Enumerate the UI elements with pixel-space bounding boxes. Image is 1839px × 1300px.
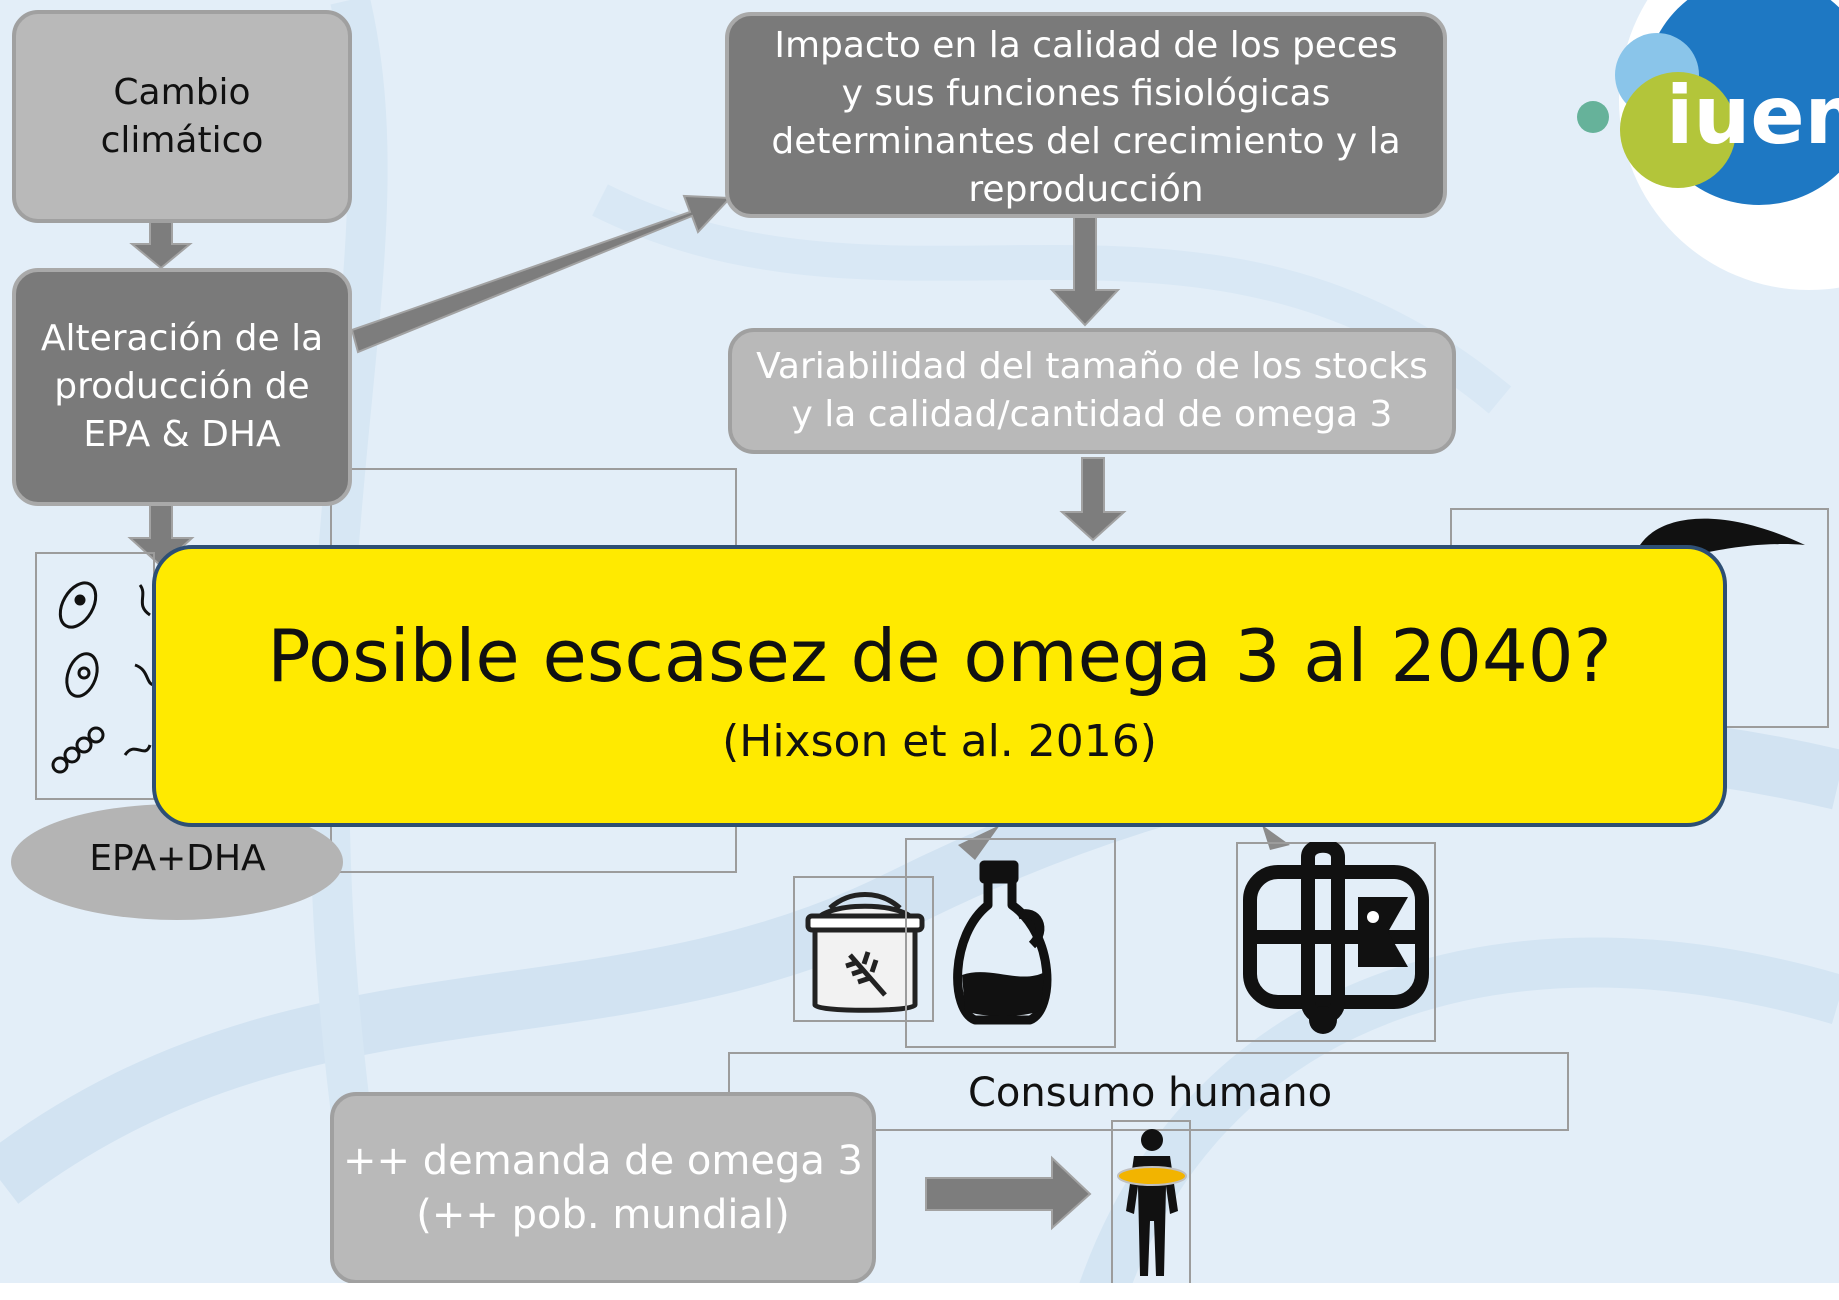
oil-bottle-frame [905,838,1116,1048]
consumo-humano-label: Consumo humano [967,1070,1333,1116]
demanda-text-line2: (++ pob. mundial) [416,1192,790,1238]
demanda-box: ++ demanda de omega 3 (++ pob. mundial) [330,1092,876,1284]
variabilidad-box: Variabilidad del tamaño de los stocks y … [728,328,1456,454]
cambio-climatico-text: Cambio climático [100,71,264,161]
iuem-logo: iuem [1577,0,1839,290]
alteracion-text: Alteración de la producción de EPA & DHA [40,318,324,455]
microorganisms-icon [51,581,155,774]
logo-text: iuem [1666,69,1839,162]
impacto-text: Impacto en la calidad de los peces y sus… [771,25,1401,210]
oil-bottle-icon [953,860,1052,1025]
epa-dha-label: EPA+DHA [89,838,266,879]
cambio-climatico-box: Cambio climático [12,10,352,223]
impacto-box: Impacto en la calidad de los peces y sus… [725,12,1447,218]
epa-dha-ellipse [11,804,343,920]
escasez-banner: Posible escasez de omega 3 al 2040? (Hix… [152,545,1727,827]
demanda-text-line1: ++ demanda de omega 3 [342,1138,864,1184]
flour-sack-icon [805,892,925,1013]
banner-subtitle: (Hixson et al. 2016) [722,716,1157,767]
flour-sack-frame [793,876,934,1022]
banner-title: Posible escasez de omega 3 al 2040? [267,614,1612,698]
variabilidad-text: Variabilidad del tamaño de los stocks y … [756,346,1428,435]
fish-can-icon [1243,842,1429,1034]
bottom-strip [0,1283,1839,1300]
human-body-icon [1117,1129,1187,1276]
alteracion-box: Alteración de la producción de EPA & DHA [12,268,352,506]
